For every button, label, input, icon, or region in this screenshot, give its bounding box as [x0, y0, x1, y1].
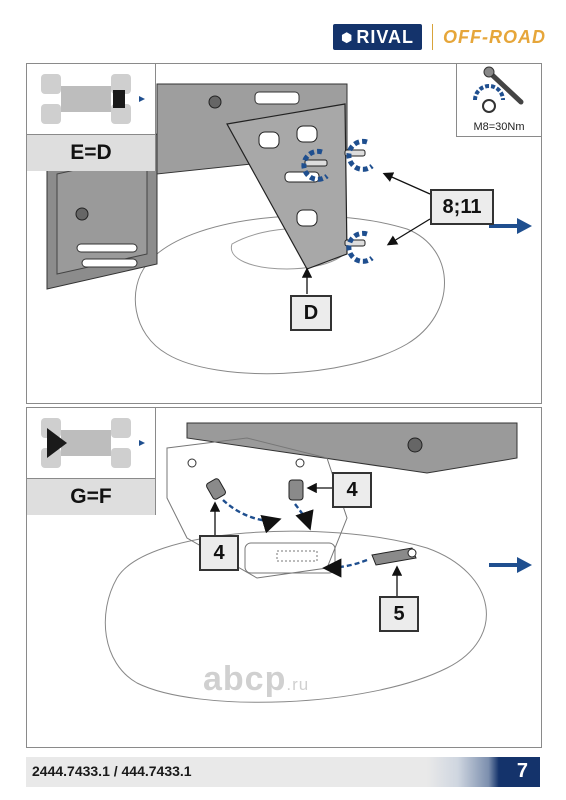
torque-wrench-icon [473, 66, 524, 113]
product-code: 2444.7433.1 / 444.7433.1 [32, 763, 192, 779]
link-part-5 [371, 547, 417, 566]
direction-arrow [489, 557, 532, 573]
vehicle-diagram-icon [41, 74, 145, 124]
callout-part-4: 4 [332, 472, 372, 508]
bracket-hole [258, 131, 280, 149]
pin-part-4 [288, 479, 304, 501]
plate-outline [244, 542, 336, 574]
illustration-bottom [104, 422, 532, 703]
watermark-suffix: .ru [286, 675, 310, 694]
callout-bolts: 8;11 [430, 189, 494, 225]
frame-left-inner [56, 153, 148, 275]
callout-part-4: 4 [199, 535, 239, 571]
frame-hole [208, 95, 222, 109]
rival-logo-icon: ⬢ [340, 29, 354, 45]
torque-value: M8=30Nm [473, 121, 525, 133]
callout-part-d: D [290, 295, 332, 331]
direction-arrow [489, 218, 532, 234]
step-panel-top: E=D M8=30Nm 8;11 D [26, 63, 542, 404]
frame-slot [76, 243, 138, 253]
header-separator [432, 24, 434, 50]
illustration-top [46, 83, 532, 375]
vehicle-thumbnail: E=D [27, 64, 156, 171]
page-number: 7 [516, 760, 528, 782]
vehicle-diagram-icon [41, 418, 145, 468]
bracket-hole [296, 125, 318, 143]
thumb-caption: G=F [27, 478, 155, 515]
frame-hole [407, 437, 423, 453]
plate-slot [276, 550, 318, 562]
brand-header: ⬢ RIVAL OFF-ROAD [332, 22, 546, 52]
pin-hole [295, 458, 305, 468]
thumb-caption: E=D [27, 134, 155, 171]
frame-hole [75, 207, 89, 221]
footer-bar [26, 757, 540, 787]
rival-logo: ⬢ RIVAL [332, 24, 423, 50]
bracket-d [226, 103, 348, 270]
pin-part-4 [206, 478, 226, 500]
vehicle-thumbnail: G=F [27, 408, 156, 515]
callout-line [386, 218, 431, 246]
step-panel-bottom: G=F 4 4 5 [26, 407, 542, 748]
link-hole [407, 548, 417, 558]
brand-name: RIVAL [356, 27, 415, 47]
watermark: abcp.ru [203, 660, 309, 699]
callout-line [382, 172, 431, 195]
watermark-text: abcp [203, 660, 287, 698]
pin-hole [187, 458, 197, 468]
frame-slot [254, 91, 300, 105]
torque-arrows [301, 138, 374, 264]
callout-part-5: 5 [379, 596, 419, 632]
torque-box: M8=30Nm [456, 64, 541, 137]
frame-top [186, 422, 518, 474]
brand-sub: OFF-ROAD [443, 26, 546, 47]
bracket-hole [296, 209, 318, 227]
frame-slot [81, 258, 138, 268]
page-footer: 2444.7433.1 / 444.7433.1 7 [26, 757, 540, 787]
assembly-arrows [222, 499, 368, 578]
